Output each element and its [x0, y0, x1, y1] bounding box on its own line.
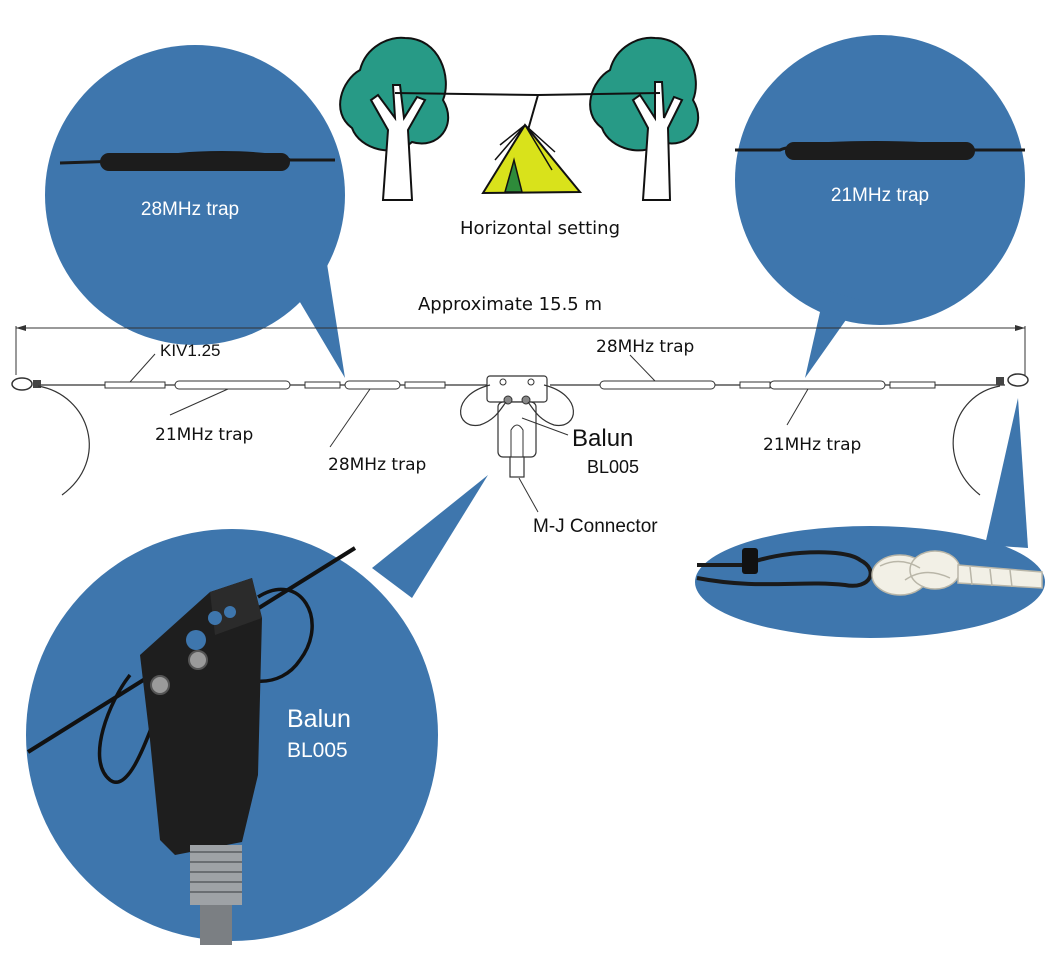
- balun-photo: [26, 546, 357, 945]
- tree-left: [339, 36, 450, 201]
- callout-28mhz-bubble: [45, 45, 345, 378]
- balun-callout-model: BL005: [287, 739, 348, 762]
- label-right-21mhz-trap: 21MHz trap: [763, 435, 861, 455]
- callout-rope-bubble: [695, 398, 1045, 638]
- callout-21mhz-label: 21MHz trap: [831, 185, 929, 206]
- antenna-line: [11, 373, 1029, 496]
- camp-wire: [394, 92, 661, 131]
- scene-title: Horizontal setting: [460, 218, 620, 239]
- balun-callout-title: Balun: [287, 705, 351, 733]
- span-dimension: [15, 325, 1026, 375]
- label-wire: KIV1.25: [160, 341, 221, 360]
- tree-right: [589, 36, 700, 201]
- label-balun-model: BL005: [587, 457, 639, 477]
- callout-28mhz-label: 28MHz trap: [141, 199, 239, 220]
- rope-knot: [871, 550, 1043, 596]
- label-balun: Balun: [572, 425, 633, 452]
- callout-21mhz-bubble: [735, 35, 1025, 378]
- label-mj-connector: M-J Connector: [533, 516, 658, 537]
- label-left-28mhz-trap: 28MHz trap: [328, 455, 426, 475]
- tent: [481, 123, 583, 195]
- leader-lines: [129, 353, 809, 513]
- label-left-21mhz-trap: 21MHz trap: [155, 425, 253, 445]
- span-label: Approximate 15.5 m: [418, 294, 602, 315]
- balun-diagram: [460, 375, 574, 478]
- label-right-28mhz-trap: 28MHz trap: [596, 337, 694, 357]
